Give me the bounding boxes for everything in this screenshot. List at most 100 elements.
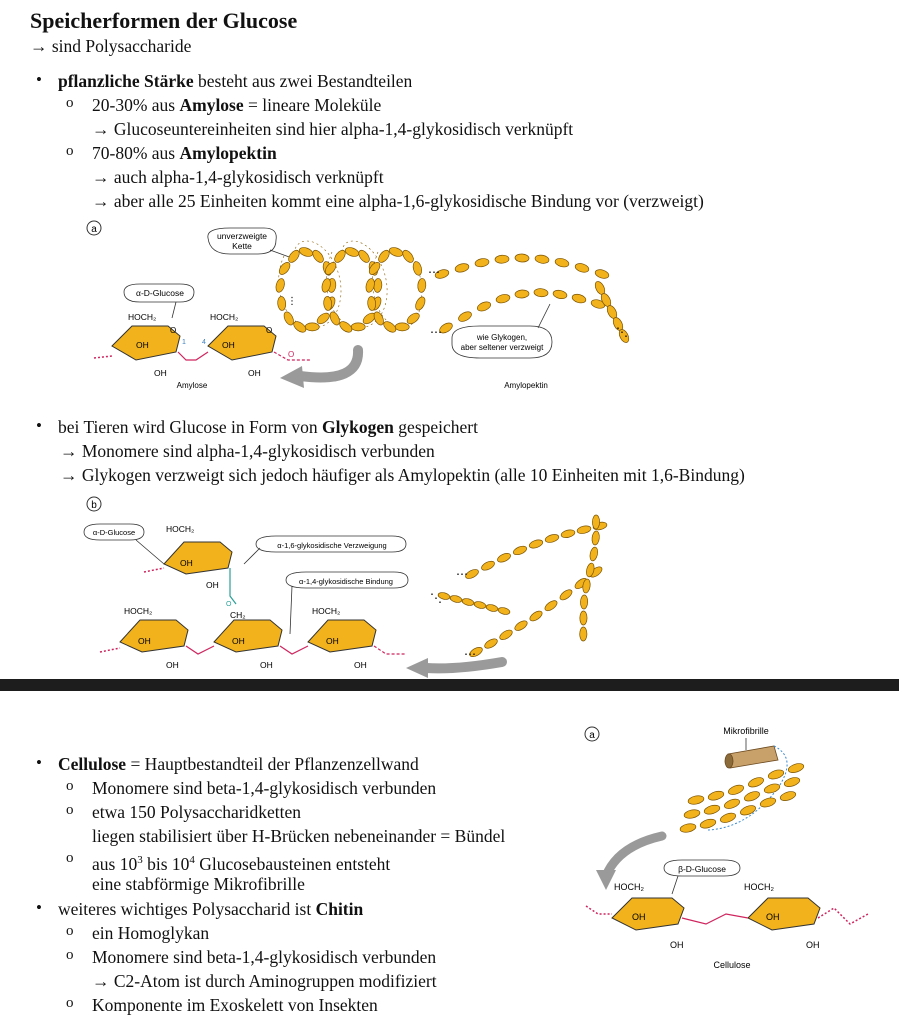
- glucose-bead: [277, 296, 287, 311]
- bullet-dot: •: [36, 898, 42, 917]
- branch-bond: [229, 568, 237, 605]
- glucose-bead: [454, 263, 470, 273]
- oh-label: OH: [232, 636, 245, 646]
- callout-16: α-1,6-glykosidische Verzweigung: [277, 541, 386, 550]
- figure-label: b: [91, 500, 97, 511]
- figure-label-circle: [584, 726, 600, 742]
- arrow-head-icon: [280, 366, 304, 388]
- glucose-bead: [499, 629, 513, 640]
- hoch2-label: HOCH₂: [210, 312, 238, 322]
- callout-chain-1: unverzweigte: [217, 231, 267, 241]
- glucose-bead: [589, 546, 598, 562]
- chain-link: [93, 355, 113, 359]
- glucose-bead: [571, 293, 587, 304]
- chain-dots: ⋯: [464, 647, 476, 661]
- glucose-bead: [394, 322, 410, 332]
- glucose-bead: [316, 312, 330, 325]
- mikrofibrille-rod: [727, 745, 779, 769]
- chain-dots: ⋯: [430, 325, 442, 339]
- glucose-bead: [368, 262, 381, 275]
- ring-oxygen: O: [170, 326, 176, 335]
- glucose-bead: [288, 249, 300, 263]
- glucose-ring: OH OH: [213, 619, 283, 670]
- oh-label: OH: [222, 340, 235, 350]
- oh-label: OH: [354, 660, 367, 670]
- oh-label: OH: [180, 558, 193, 568]
- glucose-bead: [554, 258, 570, 268]
- callout-bubble: [123, 283, 195, 319]
- glucose-bead: [529, 610, 543, 622]
- callout-glucose: β-D-Glucose: [678, 864, 726, 874]
- glucose-ring: HOCH₂ OH OH: [611, 882, 685, 950]
- oh-label: OH: [154, 368, 167, 378]
- glucose-bead: [544, 534, 560, 543]
- chain-link: [143, 567, 165, 573]
- rod-end: [724, 753, 734, 769]
- amylopektin-caption: Amylopektin: [504, 381, 548, 390]
- callout-bubble: [83, 523, 165, 565]
- arrow-head-icon: [596, 870, 616, 890]
- chain-link: [273, 351, 310, 361]
- oh-label: OH: [632, 912, 646, 922]
- glucose-bead: [417, 278, 427, 293]
- glucose-bead: [484, 638, 498, 649]
- cellulose-line4: liegen stabilisiert über H-Brücken neben…: [92, 826, 506, 846]
- glucose-bead: [358, 249, 370, 263]
- circle-bullet: o: [66, 778, 74, 794]
- glucose-bead: [748, 777, 764, 788]
- glucose-bead: [278, 262, 291, 275]
- callout-chain-2: Kette: [232, 241, 252, 251]
- cellulose-bundle: [679, 763, 805, 833]
- chain-link: [585, 905, 612, 915]
- glucose-bead: [434, 269, 450, 279]
- circle-bullet: o: [66, 143, 74, 159]
- callout-glykogen-1: wie Glykogen,: [476, 333, 527, 342]
- glucose-bead: [699, 818, 717, 829]
- glucose-bead: [763, 783, 781, 794]
- glucose-bead: [534, 254, 550, 264]
- glucose-bead: [402, 249, 414, 263]
- glycosidic-bond: [177, 351, 209, 361]
- glucose-bead: [465, 569, 479, 579]
- amylopektin-sub2: → aber alle 25 Einheiten kommt eine alph…: [92, 191, 704, 211]
- figure-b-glykogen: b α-D-Glucose α-1,6-glykosidische Verzwe…: [83, 496, 608, 678]
- chitin-line3: → C2-Atom ist durch Aminogruppen modifiz…: [92, 971, 437, 991]
- glucose-ring: HOCH₂ OH OH: [307, 606, 377, 670]
- glucose-bead: [293, 321, 307, 333]
- cellulose-line3: etwa 150 Polysaccharidketten: [92, 802, 301, 822]
- glucose-bead: [528, 539, 544, 549]
- glucose-bead: [494, 254, 510, 264]
- oh-label: OH: [136, 340, 149, 350]
- hoch2-label: HOCH₂: [312, 606, 340, 616]
- glucose-bead: [724, 798, 740, 809]
- glucose-bead: [586, 562, 595, 578]
- glucose-bead: [473, 601, 487, 609]
- glucose-bead: [703, 804, 721, 815]
- arrow-head-icon: [406, 658, 428, 678]
- ring-oxygen: O: [266, 326, 272, 335]
- glucose-ring: HOCH₂ OH O OH: [207, 312, 277, 378]
- glucose-bead: [339, 321, 353, 333]
- glucose-bead: [449, 595, 463, 603]
- circle-bullet: o: [66, 850, 74, 866]
- glucose-bead: [388, 247, 404, 257]
- glucose-bead: [590, 299, 606, 309]
- glucose-bead: [560, 529, 576, 538]
- callout-glykogen-2: aber seltener verzweigt: [461, 343, 544, 352]
- glucose-bead: [304, 322, 320, 332]
- glucose-bead: [783, 777, 801, 787]
- chitin-line1: ein Homoglykan: [92, 923, 210, 943]
- amylopektin-branches: ⋯ ⋯ ⋱: [428, 253, 630, 343]
- glucose-bead: [514, 253, 530, 263]
- glucose-bead: [552, 289, 568, 299]
- glucose-bead: [367, 296, 377, 311]
- oh-label: OH: [326, 636, 339, 646]
- glucose-bead: [576, 525, 592, 534]
- hoch2-label: HOCH₂: [614, 882, 644, 892]
- glucose-bead: [378, 249, 390, 263]
- callout-bubble: [451, 303, 553, 359]
- cellulose-caption: Cellulose: [713, 960, 750, 970]
- carbon-number: 1: [182, 339, 186, 346]
- section-divider: [0, 679, 899, 691]
- hoch2-label: HOCH₂: [124, 606, 152, 616]
